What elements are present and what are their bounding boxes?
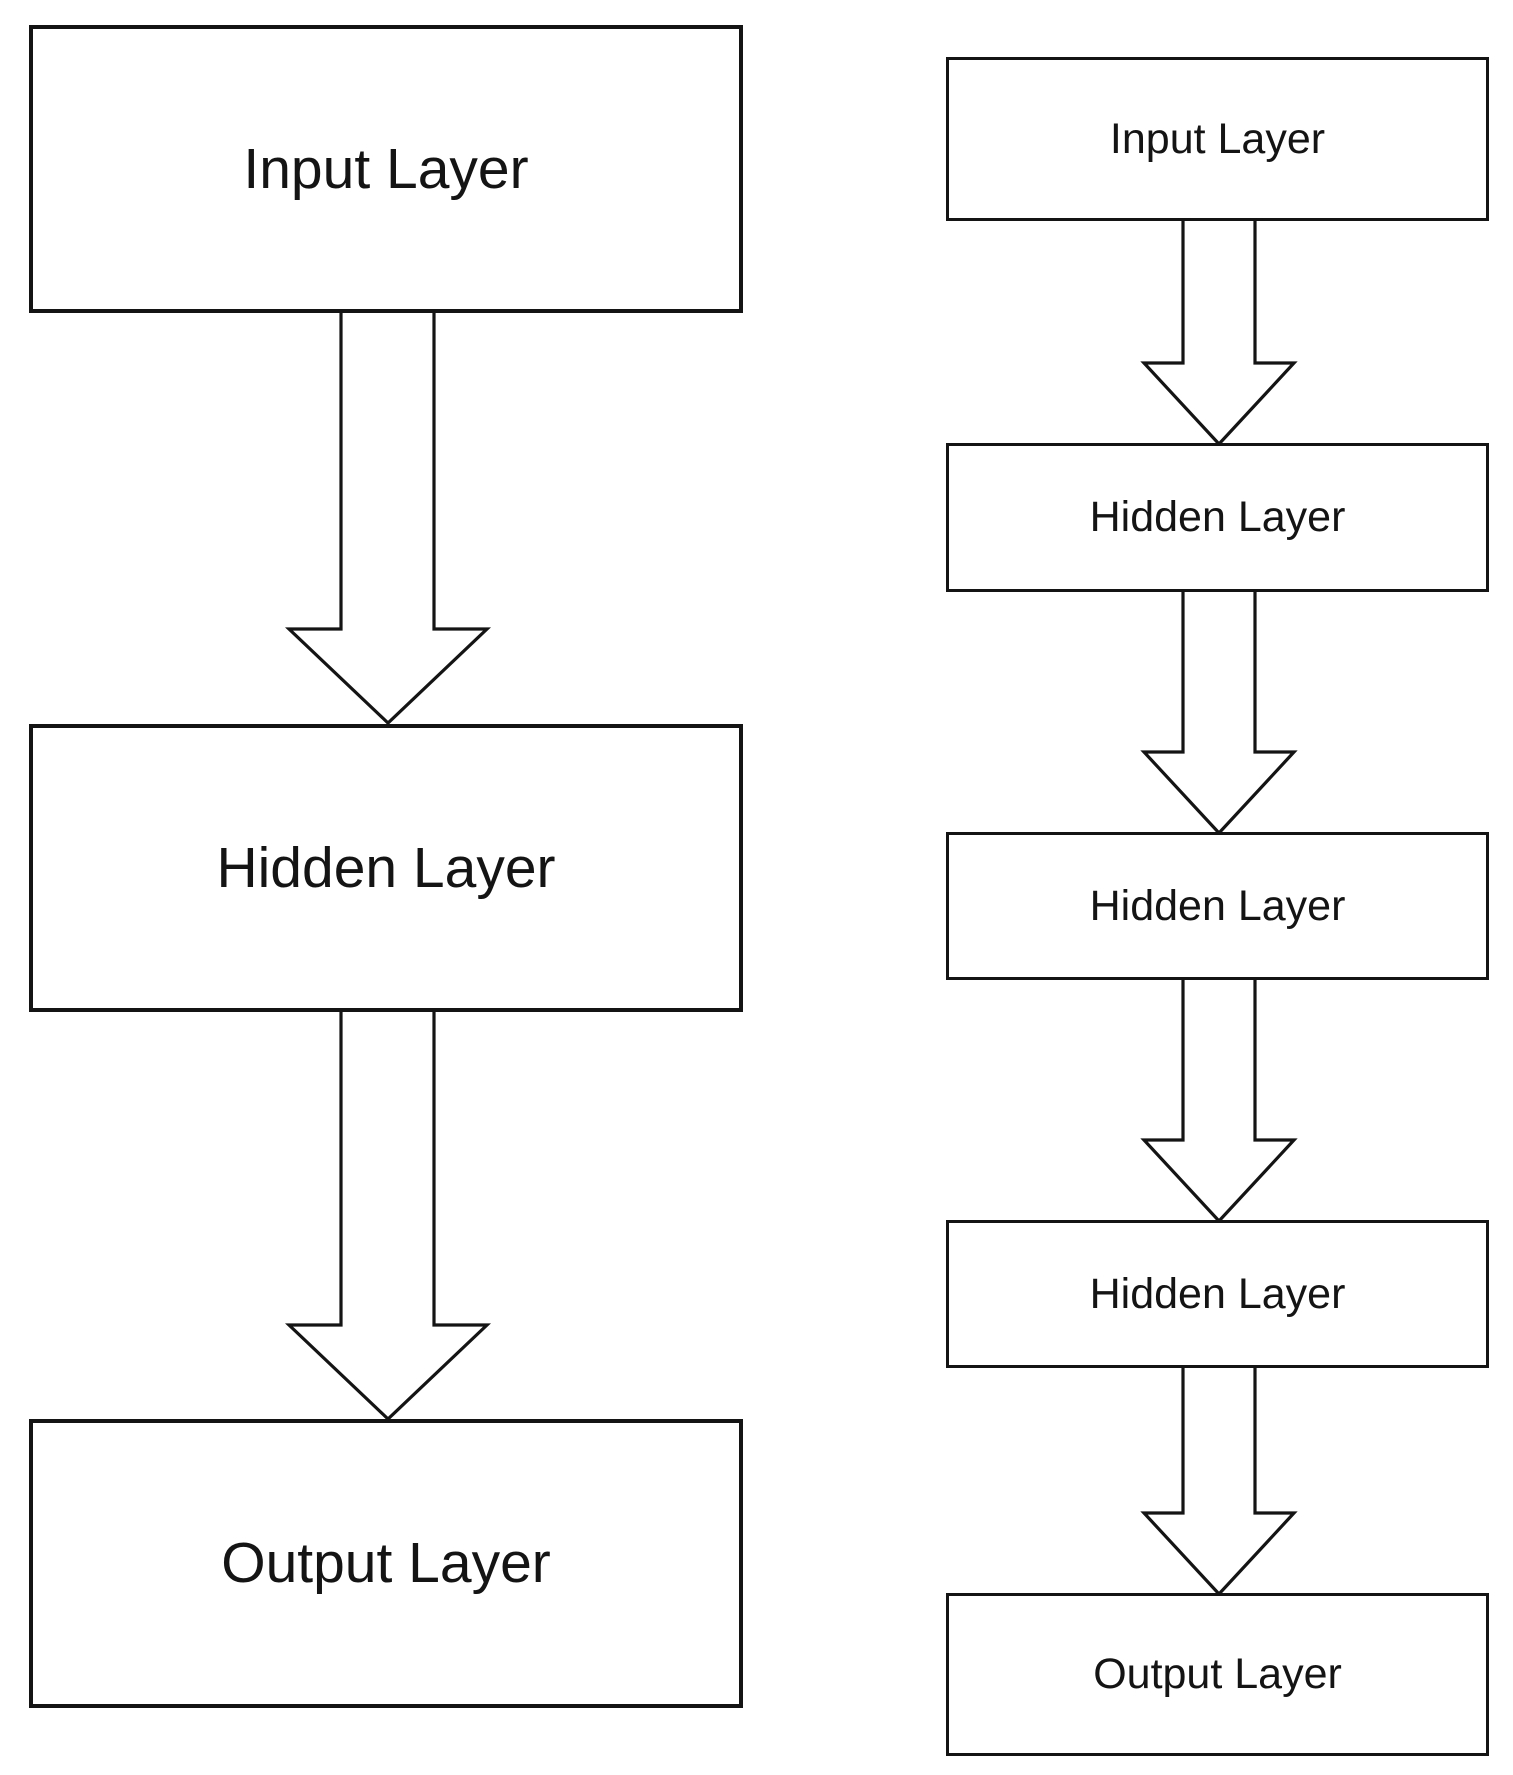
box-label: Input Layer — [243, 136, 529, 201]
down-arrow-left-2 — [284, 1012, 492, 1422]
box-label: Hidden Layer — [216, 835, 556, 900]
left-input-layer-box: Input Layer — [29, 25, 743, 313]
right-hidden-layer-2-box: Hidden Layer — [946, 832, 1489, 980]
down-arrow-right-1 — [1140, 221, 1298, 447]
box-label: Output Layer — [221, 1531, 551, 1595]
down-arrow-right-4 — [1140, 1368, 1298, 1597]
box-label: Hidden Layer — [1089, 1269, 1346, 1318]
down-arrow-left-1 — [284, 313, 492, 726]
right-input-layer-box: Input Layer — [946, 57, 1489, 221]
right-hidden-layer-1-box: Hidden Layer — [946, 443, 1489, 592]
right-hidden-layer-3-box: Hidden Layer — [946, 1220, 1489, 1368]
down-arrow-right-2 — [1140, 592, 1298, 836]
box-label: Output Layer — [1093, 1650, 1342, 1698]
box-label: Input Layer — [1109, 114, 1326, 163]
left-hidden-layer-box: Hidden Layer — [29, 724, 743, 1012]
box-label: Hidden Layer — [1089, 493, 1346, 541]
left-output-layer-box: Output Layer — [29, 1419, 743, 1708]
box-label: Hidden Layer — [1089, 881, 1346, 930]
right-output-layer-box: Output Layer — [946, 1593, 1489, 1756]
down-arrow-right-3 — [1140, 980, 1298, 1224]
